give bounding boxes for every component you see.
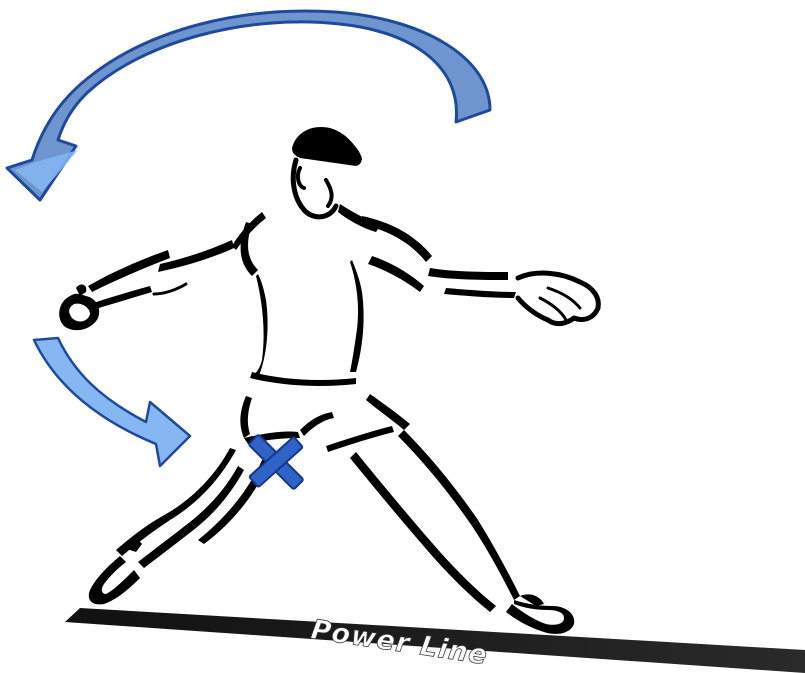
torso-left-shadow [241,222,258,276]
torso-right [350,260,364,372]
front-leg-knee [472,520,520,600]
glove-forearm [444,288,516,298]
ball-hand [59,294,99,330]
throwing-arm-under [90,286,152,310]
glove [518,273,598,324]
back-foot [89,556,140,604]
glove-arm-lower [428,268,508,280]
shorts-hem-right [326,426,394,452]
shorts-crotch [300,412,334,436]
power-line-label: Power Line [309,614,490,671]
lower-arrow-body [34,338,190,466]
torso-left [252,274,268,378]
waistline [250,372,356,386]
power-line-strip: Power Line [65,608,805,673]
glove-arm-upper [360,216,432,262]
top-arrow-body [7,11,490,200]
curved-arrow-counterclockwise-icon [7,11,490,200]
collar [338,204,380,232]
front-foot [506,600,574,634]
x-mark-icon [248,434,303,489]
throwing-arm-lower [88,250,170,292]
throwing-forearm-line [154,284,186,294]
pitcher-figure [59,127,598,634]
glove-arm-fold [368,256,424,292]
ear [298,168,304,188]
jaw [326,180,332,206]
front-leg-inner [350,452,440,558]
curved-arrow-down-right-icon [34,338,190,466]
shorts-left [240,396,252,438]
front-leg-shin [434,552,496,612]
shorts-fold [378,404,404,426]
front-leg-outer [398,430,478,526]
back-leg-outer [166,448,236,520]
